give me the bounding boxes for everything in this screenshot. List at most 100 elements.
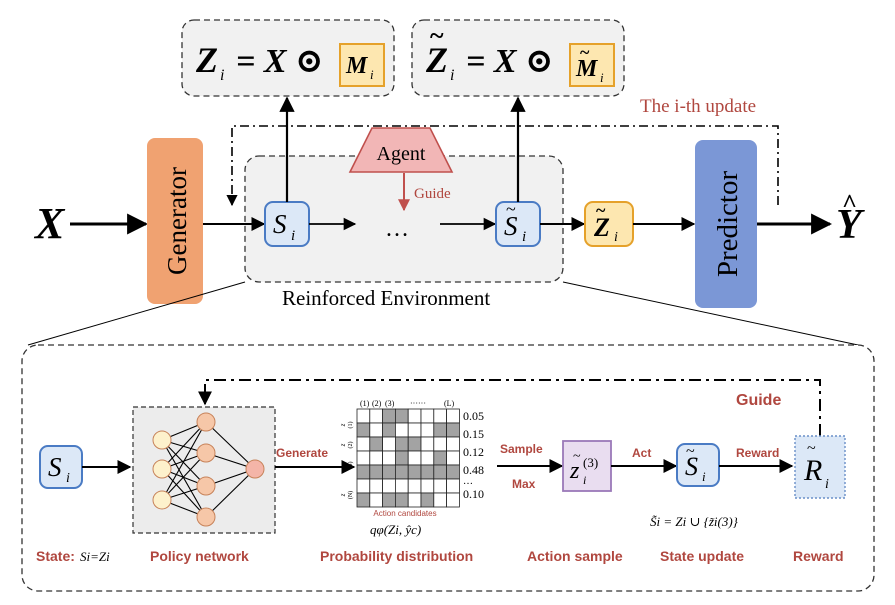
matrix-cell [420,408,435,424]
matrix-cell [356,450,371,466]
policy-network-edge [205,468,256,518]
eq1-op: = X ⊙ [236,43,324,80]
matrix-cell [446,436,460,452]
update-loop-arrow [226,125,779,207]
matrix-cell [356,478,371,494]
update-symbol: S [685,452,698,481]
action-sub: i [583,473,586,487]
matrix-cell [356,436,371,452]
policy-network-node [196,412,216,432]
eq2-lhs-sub: i [450,67,454,84]
matrix-cell [369,422,383,438]
matrix-col-l: (L) [444,399,455,408]
mask-box-1 [339,43,385,87]
environment-label: Reinforced Environment [282,286,490,310]
z-tilde-sub: i [614,230,618,245]
action-tilde-mark: ~ [573,449,581,464]
matrix-cell [407,436,422,452]
matrix-cell [394,450,409,466]
eq2-mask-sub: i [600,70,604,85]
matrix-cell [433,464,447,480]
matrix-row-labels: z (1) z (2) z (3) z (N) [339,422,354,500]
eq1-mask-sub: i [370,67,374,82]
matrix-cell [446,478,460,494]
reward-symbol: R [803,454,822,487]
policy-network-edge [205,421,256,470]
policy-network-nodes [152,412,265,527]
state-tilde-mark: ~ [506,199,516,219]
prob-n: 0.10 [463,487,484,501]
update-sub: i [702,469,706,484]
state-update-formula: S̃i = Zi ∪ {z̃i(3)} [650,514,739,529]
prob-3: 0.12 [463,445,484,459]
caption-state-formula: Si=Zi [80,549,110,564]
matrix-cell [356,464,371,480]
matrix-cell [407,408,422,424]
agent-label: Agent [377,143,426,165]
eq2-mask: M [575,56,599,82]
policy-network-node [152,430,172,450]
matrix-cell [446,492,460,508]
caption-reward: Reward [793,548,844,564]
transition-dots: … [385,216,409,242]
matrix-row-1: (1) [347,422,354,429]
policy-network-edge [161,421,207,470]
generator-label: Generator [162,167,192,275]
matrix-cell [394,422,409,438]
matrix-cell [420,422,435,438]
matrix-row-letter-1: z [339,423,347,427]
matrix-cell [420,478,435,494]
matrix-cell [394,408,409,424]
caption-state: State: [36,548,75,564]
matrix-cell [420,492,435,508]
output-y: Y [836,202,865,248]
matrix-cell [369,450,383,466]
matrix-cell [394,436,409,452]
probability-matrix [356,408,460,508]
matrix-cell [356,408,371,424]
policy-network-edge [161,421,207,501]
mask-box-2 [569,43,615,87]
bottom-state-symbol: S [48,452,62,482]
max-label: Max [512,477,536,491]
reward-box [794,435,846,499]
eq1-lhs-sub: i [220,67,224,84]
guide-loop-arrow [198,379,821,436]
state-update-box [676,443,720,487]
matrix-cell [433,422,447,438]
matrix-cell [407,422,422,438]
update-tilde-mark: ~ [686,443,695,460]
matrix-row-n: (N) [347,491,354,499]
bottom-state-sub: i [66,471,70,486]
matrix-cell [433,450,447,466]
z-tilde-mark: ~ [596,200,606,220]
matrix-cell [369,436,383,452]
matrix-cell [420,436,435,452]
matrix-row-3: (3) [347,462,354,469]
matrix-row-letter-2: z [339,443,347,447]
matrix-cell [382,408,396,424]
zoom-line-left [27,281,246,346]
equation-box-2: ~ Z i = X ⊙ ~ M i [411,19,625,97]
matrix-cell [433,436,447,452]
action-candidates-label: Action candidates [373,509,436,518]
input-x: X [33,199,66,248]
matrix-row-letter-n: z [339,493,347,497]
matrix-cell [369,478,383,494]
output-hat: ^ [842,189,857,218]
matrix-cell [382,436,396,452]
matrix-cell [356,422,371,438]
generator-block [147,138,203,304]
matrix-cell [382,450,396,466]
matrix-cell [433,492,447,508]
matrix-cell [446,464,460,480]
policy-network-edge [161,439,207,487]
policy-network-node [196,443,216,463]
reward-tilde-mark: ~ [807,440,816,457]
matrix-cell [446,450,460,466]
caption-policy: Policy network [150,548,249,564]
matrix-cell [382,464,396,480]
act-label: Act [632,446,651,460]
matrix-cell [382,422,396,438]
